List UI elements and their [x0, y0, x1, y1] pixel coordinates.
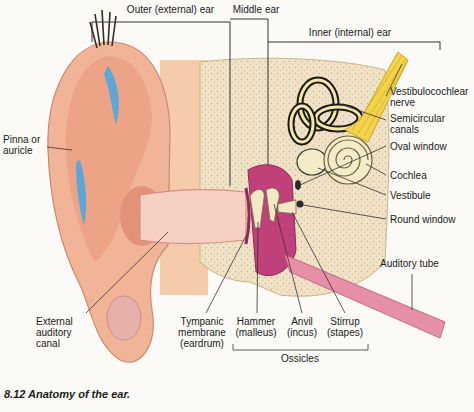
part-label: Ossicles — [270, 353, 330, 364]
part-label: Vestibulocochlear nerve — [390, 86, 472, 108]
part-label: Hammer (malleus) — [232, 316, 280, 338]
part-label: Auditory tube — [380, 258, 470, 269]
part-label: Anvil (incus) — [283, 316, 321, 338]
hair — [90, 10, 116, 48]
part-label: Oval window — [390, 141, 470, 152]
tympanic-membrane — [246, 188, 249, 244]
cartilage — [76, 160, 86, 225]
label-box: Anvil (incus) — [283, 316, 321, 338]
label-box: Hammer (malleus) — [232, 316, 280, 338]
part-label: External auditory canal — [36, 316, 86, 350]
label-box: Outer (external) ear — [118, 4, 223, 15]
part-label: Tympanic membrane (eardrum) — [174, 316, 230, 350]
region-bracket — [230, 19, 268, 165]
label-box: Ossicles — [270, 353, 330, 364]
label-box: Stirrup (stapes) — [322, 316, 368, 338]
malleus — [250, 189, 264, 228]
label-box: Round window — [390, 214, 470, 225]
label-box: Middle ear — [226, 4, 286, 15]
part-label: Vestibule — [390, 190, 470, 201]
round-window — [297, 201, 304, 208]
part-label: Middle ear — [226, 4, 286, 15]
leader-lines — [47, 64, 412, 350]
semicircular-canal — [291, 106, 313, 142]
label-box: Inner (internal) ear — [300, 27, 400, 38]
label-box: Semicircular canals — [390, 113, 470, 135]
region-bracket — [268, 42, 440, 50]
part-label: Outer (external) ear — [118, 4, 223, 15]
caption-box: 8.12 Anatomy of the ear. — [4, 388, 304, 400]
ear-canal — [140, 190, 246, 244]
part-label: Round window — [390, 214, 470, 225]
cochlea-spiral — [328, 140, 368, 176]
label-box: Cochlea — [390, 170, 470, 181]
part-label: Stirrup (stapes) — [322, 316, 368, 338]
label-box: Tympanic membrane (eardrum) — [174, 316, 230, 350]
part-label: Semicircular canals — [390, 113, 470, 135]
vestibule — [297, 149, 327, 175]
figure-caption: 8.12 Anatomy of the ear. — [4, 388, 304, 400]
part-label: Cochlea — [390, 170, 470, 181]
label-box: Auditory tube — [380, 258, 470, 269]
semicircular-canal — [291, 106, 313, 142]
part-label: Pinna or auricle — [3, 134, 45, 156]
label-box: Oval window — [390, 141, 470, 152]
label-box: Vestibulocochlear nerve — [390, 86, 472, 108]
part-label: Inner (internal) ear — [300, 27, 400, 38]
cartilage — [104, 66, 119, 125]
label-box: Pinna or auricle — [3, 134, 45, 156]
label-box: Vestibule — [390, 190, 470, 201]
cochlea — [324, 136, 372, 184]
stapes — [278, 200, 296, 214]
earlobe-tissue — [107, 296, 141, 340]
region-bracket — [92, 22, 230, 186]
label-box: External auditory canal — [36, 316, 86, 350]
